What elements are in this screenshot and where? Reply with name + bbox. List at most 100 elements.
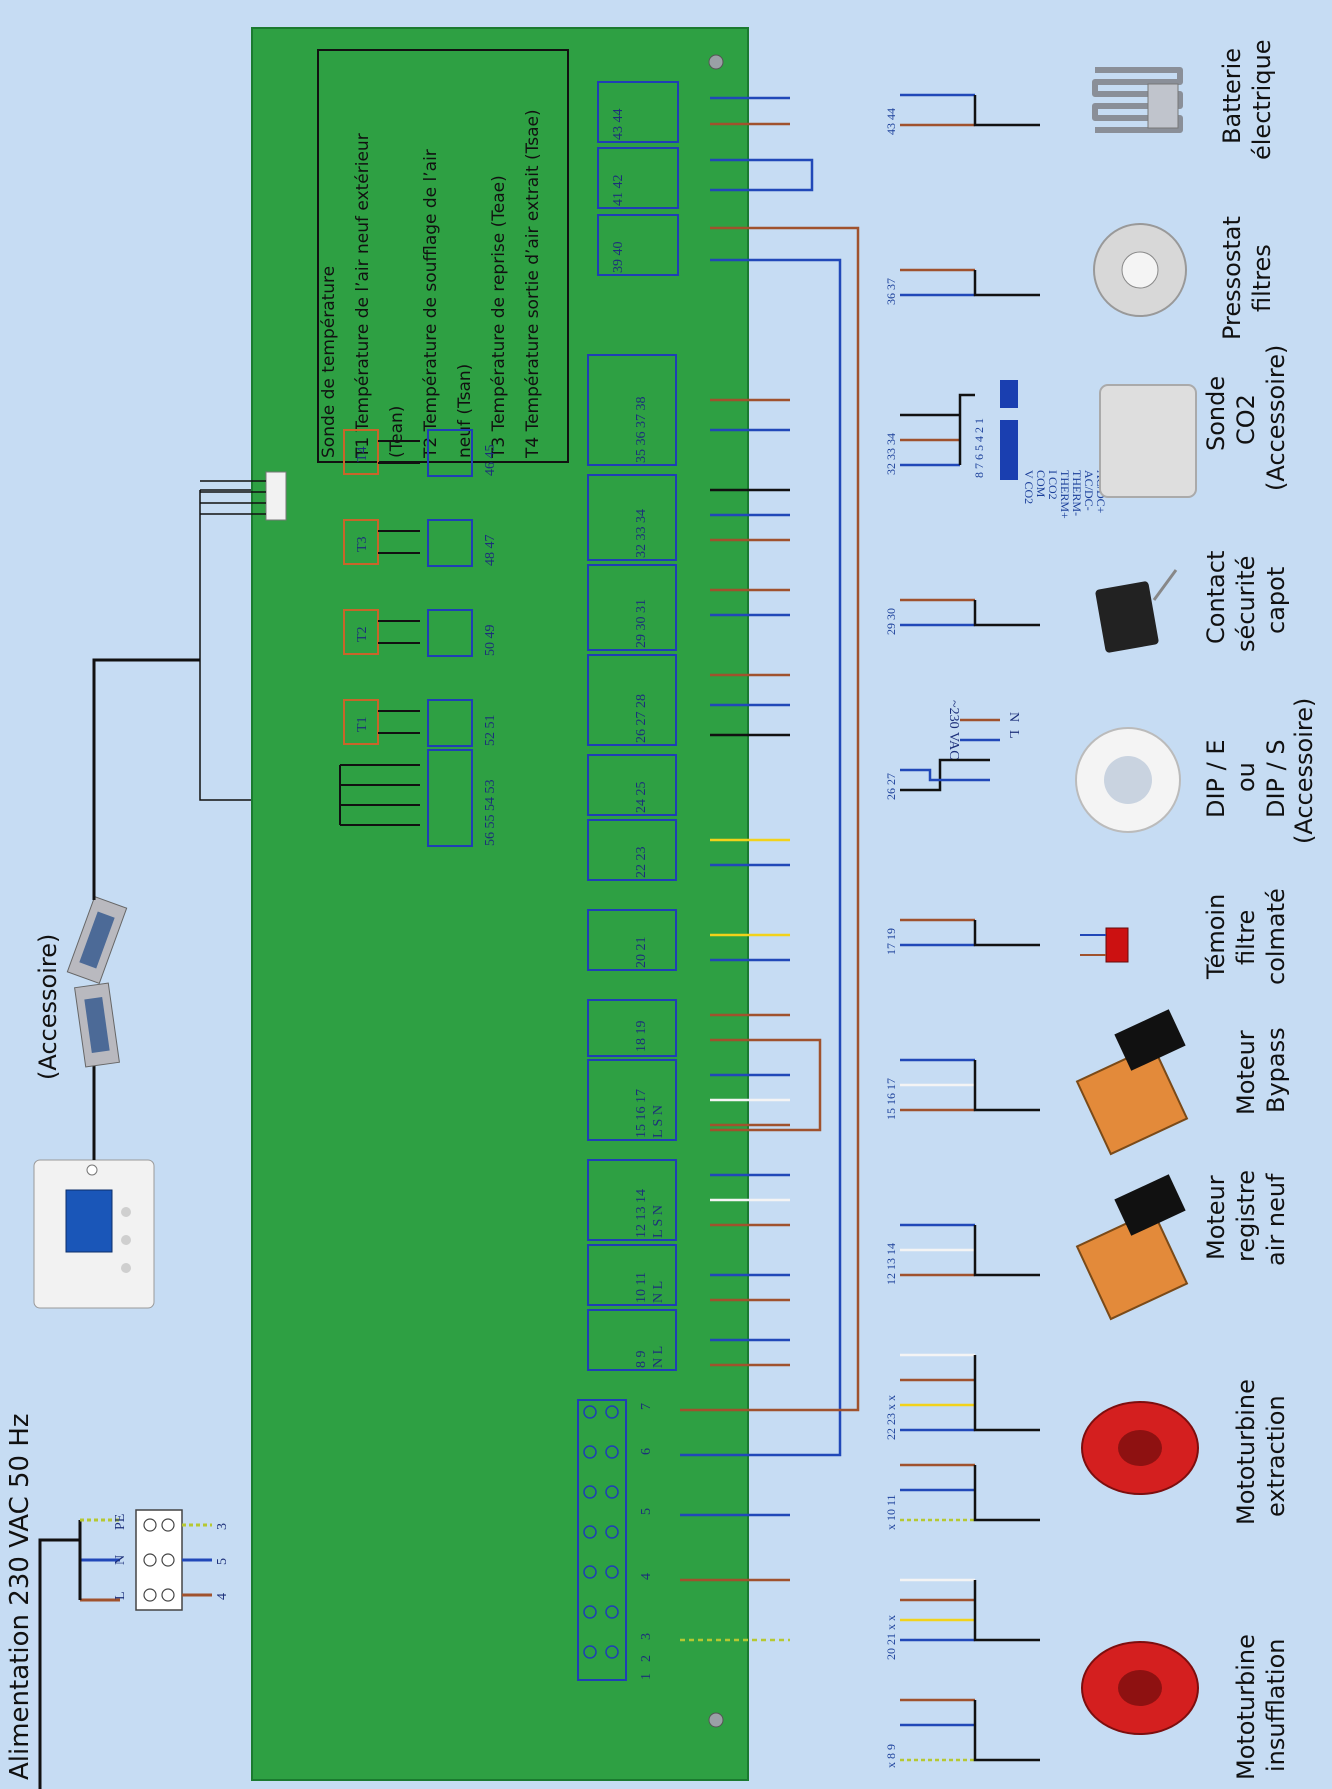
terminals-29-31: 29 30 31 [634,599,649,648]
terminals-8-9-marks: N L [651,1346,666,1368]
legend: Sonde de température T1 Température de l… [319,109,543,459]
terminal-numbers-51-52: 52 51 [483,715,498,747]
power-terminal [135,1509,183,1611]
power-terminal-strip [577,1399,627,1681]
co2-terminal-text: 8 7 6 5 4 2 1 V CO2 COM I CO2 THERM+ THE… [972,380,1108,519]
svg-text:électrique: électrique [1248,39,1276,160]
mounting-hole [708,1712,724,1728]
legend-line-1: T1 Température de l’air neuf extérieur [353,133,373,459]
co2-text-2: I CO2 [1046,470,1060,500]
terminals-22-23: 22 23 [634,847,649,879]
terminal-7: 7 [639,1403,654,1410]
wire-numbers-pressostat: 36 37 [884,278,898,305]
legend-line-3: T2 Température de soufflage de l’air [421,149,441,459]
wire-numbers-temoin: 17 19 [884,928,898,955]
fan-insufflation-icon [1081,1641,1199,1735]
wire-numbers-co2: 32 33 34 [884,433,898,475]
sensor-t1: T1 [343,699,420,745]
svg-text:(Accessoire): (Accessoire) [1290,698,1318,844]
terminals-41-42: 41 42 [611,175,626,207]
terminals-32-34: 32 33 34 [634,509,649,558]
damper-actuator-icon [1075,1174,1189,1321]
terminal-3: 3 [639,1633,654,1640]
co2-text-0: V CO2 [1022,470,1036,504]
svg-text:Témoin: Témoin [1202,894,1230,980]
legend-box [317,49,569,463]
terminals-18-19: 18 19 [634,1021,649,1053]
svg-text:sécurité: sécurité [1232,556,1260,652]
board-wires [680,96,860,1642]
label-batterie: Batterie électrique [1218,39,1276,160]
svg-text:(Accessoire): (Accessoire) [1262,345,1290,491]
terminals-24-25: 24 25 [634,782,649,814]
terminal-2: 2 [639,1655,654,1662]
label-contact-securite: Contact sécurité capot [1202,551,1290,652]
wire-numbers-insufflation-2: 20 21 x x [884,1615,898,1660]
terminal-1: 1 [639,1673,654,1680]
terminal-numbers-53-56: 56 55 54 53 [483,780,498,847]
label-moteur-bypass: Moteur Bypass [1232,1027,1290,1115]
co2-text-4: THERM- [1070,470,1084,516]
bypass-actuator-icon [1075,1009,1189,1156]
microswitch-icon [1095,569,1178,653]
label-mototurbine-extraction: Mototurbine extraction [1232,1379,1290,1525]
terminals-10-11-marks: N L [651,1281,666,1303]
svg-text:Moteur: Moteur [1202,1175,1230,1260]
power-terminal-pe: PE [113,1514,128,1530]
terminals-8-9: 8 9 [634,1351,649,1369]
terminals-10-11: 10 11 [634,1272,649,1303]
terminal-numbers-45-46: 46 45 [483,445,498,477]
sensor-t4-label: T4 [355,446,370,462]
sensor-t2: T2 [343,609,420,655]
legend-line-6: T4 Température sortie d’air extrait (Tsa… [523,109,543,459]
legend-line-4: neuf (Tsan) [455,364,475,458]
svg-text:filtres: filtres [1248,244,1276,312]
terminals-12-14-marks: L S N [651,1205,666,1238]
terminals-15-17: 15 16 17 [634,1089,649,1138]
svg-text:Mototurbine: Mototurbine [1232,1379,1260,1525]
sensor-tags: T1 T2 T3 T4 [339,429,420,826]
wire-numbers-extraction-1: x 10 11 [884,1494,898,1530]
sensor-t3-label: T3 [355,536,370,552]
terminal-5: 5 [639,1508,654,1515]
power-supply-label: Alimentation 230 VAC 50 Hz [5,1413,35,1780]
label-sonde-co2: Sonde CO2 (Accessoire) [1202,345,1290,491]
presence-detector-icon [1075,727,1181,833]
co2-text-1: COM [1034,470,1048,498]
terminals-43-44: 43 44 [611,109,626,141]
output-terminal-labels: 8 9 N L 10 11 N L 12 13 14 L S N 15 16 1… [611,109,666,1369]
co2-text-3: THERM+ [1058,470,1072,519]
bus-cable [92,658,200,900]
label-temoin-filtre: Témoin filtre colmaté [1202,888,1290,985]
component-pictures [1075,67,1199,1735]
co2-pin-numbers: 8 7 6 5 4 2 1 [972,418,986,478]
svg-text:Batterie: Batterie [1218,48,1246,144]
power-wire-3: 3 [215,1523,230,1530]
wire-numbers-insufflation-1: x 8 9 [884,1744,898,1768]
terminals-15-17-marks: L S N [651,1105,666,1138]
power-entry: PE N L 3 5 4 [38,1509,230,1789]
svg-text:Contact: Contact [1202,551,1230,644]
svg-text:insufflation: insufflation [1262,1639,1290,1772]
svg-text:DIP / S: DIP / S [1262,739,1290,818]
sensor-t3: T3 [343,519,420,565]
bus-wires [339,764,420,826]
mounting-hole [708,54,724,70]
terminals-35-38: 35 36 37 38 [634,397,649,464]
label-mototurbine-insufflation: Mototurbine insufflation [1232,1634,1290,1780]
terminal-4: 4 [639,1573,654,1580]
label-pressostat: Pressostat filtres [1218,216,1276,340]
wire-numbers-batterie: 43 44 [884,108,898,135]
svg-text:Moteur: Moteur [1232,1030,1260,1115]
power-wire-5: 5 [215,1558,230,1565]
sensor-terminal-blocks [427,429,473,847]
filter-indicator-icon [1080,927,1129,963]
component-labels: Mototurbine insufflation Mototurbine ext… [1202,39,1318,1780]
terminal-6: 6 [639,1448,654,1455]
terminal-numbers-47-48: 48 47 [483,535,498,567]
heater-battery-icon [1092,67,1183,133]
remote-control [33,1159,155,1309]
co2-text-5: AC/DC- [1082,470,1096,511]
terminals-20-21: 20 21 [634,937,649,969]
wire-numbers-contact: 29 30 [884,608,898,635]
